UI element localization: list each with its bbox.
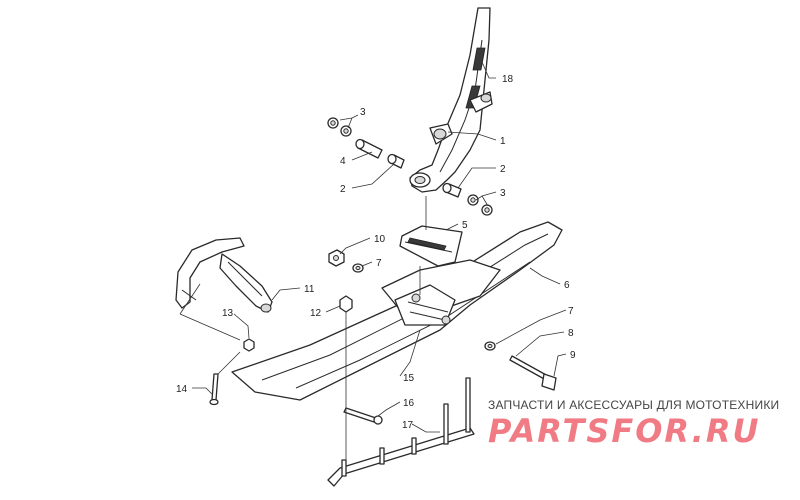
- callout-2: 2: [500, 164, 506, 175]
- callout-9: 9: [570, 350, 576, 361]
- leader-lines: [192, 61, 567, 433]
- callout-12: 12: [310, 308, 322, 319]
- assembly-axis-lines: [179, 196, 427, 460]
- callout-11: 11: [304, 284, 315, 295]
- callout-3: 3: [360, 107, 366, 118]
- callout-5: 5: [462, 220, 468, 231]
- callout-8: 8: [568, 328, 574, 339]
- watermark-tagline: ЗАПЧАСТИ И АКСЕССУАРЫ ДЛЯ МОТОТЕХНИКИ: [488, 398, 780, 412]
- ski-loop-handle: [175, 237, 273, 313]
- callout-16: 16: [403, 398, 415, 409]
- callout-14: 14: [176, 384, 188, 395]
- callout-17: 17: [402, 420, 414, 431]
- callout-7: 7: [568, 306, 574, 317]
- callout-10: 10: [374, 234, 386, 245]
- spindle: [409, 7, 493, 193]
- callout-1: 1: [500, 136, 506, 147]
- watermark: ЗАПЧАСТИ И АКСЕССУАРЫ ДЛЯ МОТОТЕХНИКИ PA…: [488, 398, 788, 450]
- nut-12: [339, 295, 353, 313]
- callout-3: 3: [500, 188, 506, 199]
- nut-and-washer-upper: [328, 249, 364, 273]
- callout-4: 4: [340, 156, 346, 167]
- bolt-assembly: [484, 341, 557, 391]
- callout-18: 18: [502, 74, 514, 85]
- wear-runner: [327, 377, 475, 487]
- right-hardware: [442, 182, 493, 216]
- callout-15: 15: [403, 373, 415, 384]
- ski: [231, 221, 563, 401]
- callout-13: 13: [222, 308, 234, 319]
- screw-14: [209, 373, 219, 406]
- upper-left-hardware: [327, 117, 405, 169]
- callout-2: 2: [340, 184, 346, 195]
- bolt-16: [343, 407, 383, 425]
- callout-6: 6: [564, 280, 570, 291]
- callout-7: 7: [376, 258, 382, 269]
- watermark-logo: PARTSFOR.RU: [488, 412, 761, 450]
- wear-pad: [399, 225, 463, 267]
- callout-labels: 18 3 1 4 2 2 3 5 10 7 6 11 12 13 7 8 9 1…: [176, 74, 576, 431]
- nut-13: [243, 338, 255, 352]
